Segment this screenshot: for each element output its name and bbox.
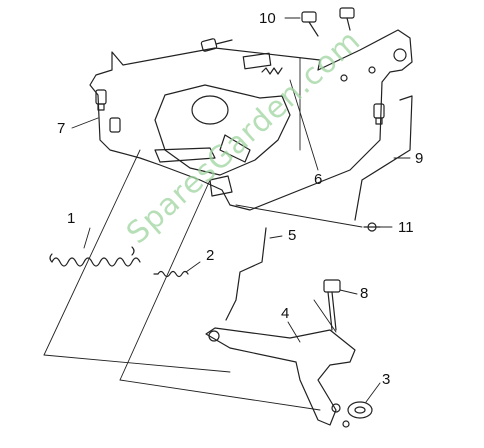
callout-7: 7 — [57, 120, 66, 137]
plate-hole — [393, 48, 407, 62]
control-cable-link — [154, 147, 216, 163]
callout-6: 6 — [314, 171, 323, 188]
callout-4: 4 — [281, 305, 290, 322]
callout-2: 2 — [206, 247, 215, 264]
spring-part-6 — [261, 67, 283, 75]
lever-part-4 — [205, 327, 356, 426]
rod-part-9 — [354, 95, 413, 221]
callout-10: 10 — [259, 10, 276, 27]
bushing-part-3 — [347, 401, 373, 419]
bolt-part-8 — [323, 279, 341, 331]
lever-hole — [331, 403, 341, 413]
callout-9: 9 — [415, 150, 424, 167]
lever-pivot — [208, 330, 220, 342]
spring-part-1 — [49, 246, 141, 267]
plate-hole-small — [340, 74, 348, 82]
spring-part-2 — [153, 270, 189, 278]
assembly-guide-lines — [43, 57, 363, 411]
throttle-control-body — [154, 84, 291, 176]
plate-stud-left — [95, 89, 121, 133]
bolt-part-10-b — [301, 11, 319, 37]
callout-8: 8 — [360, 285, 369, 302]
bolt-part-10-c — [339, 7, 355, 31]
plate-hole-small — [368, 66, 376, 74]
plate-tab — [242, 52, 272, 70]
control-bracket-foot — [209, 175, 233, 197]
lever-hole — [342, 420, 350, 428]
callout-5: 5 — [288, 227, 297, 244]
callout-1: 1 — [67, 210, 76, 227]
callout-3: 3 — [382, 371, 391, 388]
label-leaders — [71, 17, 411, 403]
linkage-rod-part-5 — [225, 227, 267, 321]
bolt-part-10-a — [200, 38, 233, 52]
callout-11: 11 — [398, 219, 414, 236]
clip-part-11 — [363, 222, 381, 232]
plate-stud-right — [373, 103, 385, 125]
control-drum — [191, 95, 229, 125]
control-lever-arm — [219, 134, 251, 163]
